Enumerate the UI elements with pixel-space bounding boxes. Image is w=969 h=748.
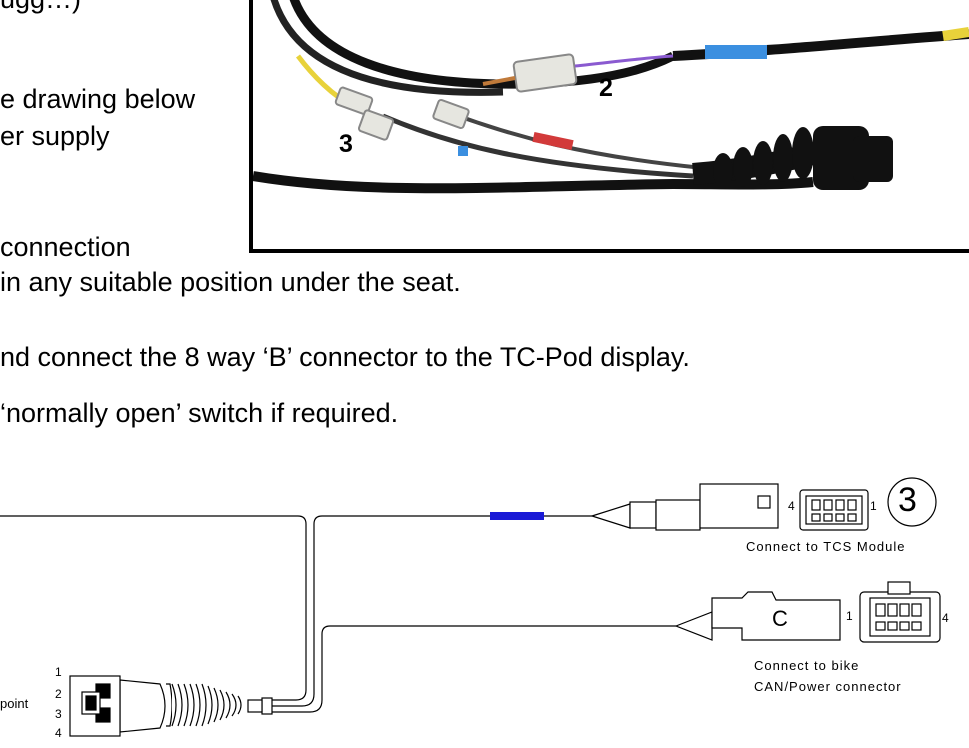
tcs-module-connector — [590, 477, 937, 531]
text-line-supply: er supply — [0, 121, 110, 151]
blue-sleeve-marker — [490, 512, 544, 520]
tcs-circle-number: 3 — [898, 481, 917, 519]
photo-small-blue — [458, 146, 468, 156]
c-pin-left-label: 1 — [846, 609, 853, 623]
round-connector — [69, 675, 273, 737]
tcs-pin-left-label: 4 — [788, 499, 795, 513]
round-pin-3-label: 3 — [55, 707, 62, 721]
round-pin-1-label: 1 — [55, 665, 62, 679]
text-line-drawing-below: e drawing below — [0, 84, 196, 114]
tcs-module-caption: Connect to TCS Module — [746, 539, 906, 554]
left-point-fragment: point — [0, 696, 29, 711]
photo-label-2: 2 — [599, 74, 613, 102]
text-top-fragment: ugg…) — [0, 0, 81, 13]
tcs-pin-right-label: 1 — [870, 499, 877, 513]
photo-blue-sleeve — [705, 45, 767, 59]
harness-photo: 2 3 — [249, 0, 969, 253]
round-pin-2-label: 2 — [55, 687, 62, 701]
round-pin-4-label: 4 — [55, 726, 62, 740]
bike-caption-line1: Connect to bike — [754, 658, 860, 673]
text-line-tc-pod: nd connect the 8 way ‘B’ connector to th… — [0, 342, 690, 372]
photo-label-3: 3 — [339, 130, 353, 158]
text-line-switch: ‘normally open’ switch if required. — [0, 398, 399, 428]
harness-photo-drawing — [253, 0, 969, 194]
bike-caption-line2: CAN/Power connector — [754, 679, 902, 694]
bike-can-connector — [674, 581, 941, 643]
c-connector-letter: C — [772, 606, 788, 631]
c-pin-right-label: 4 — [942, 611, 949, 625]
text-line-seat-position: in any suitable position under the seat. — [0, 267, 461, 297]
photo-red-sleeve — [532, 131, 574, 151]
text-line-connection: connection — [0, 232, 131, 262]
